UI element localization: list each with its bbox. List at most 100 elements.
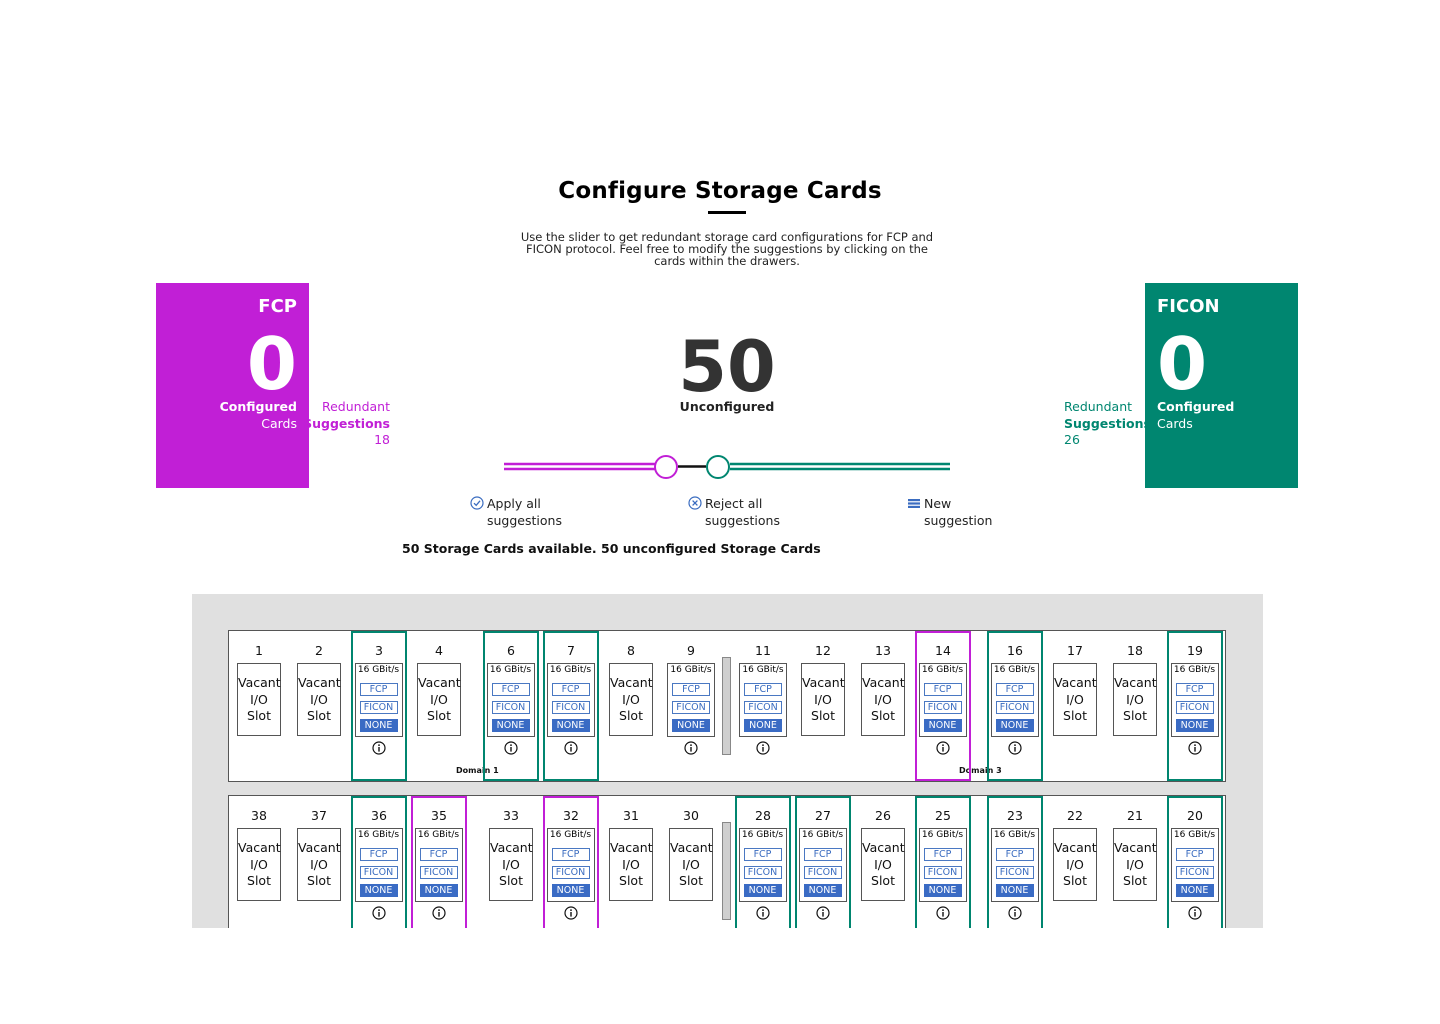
info-icon[interactable] [935,741,950,755]
card-option-none[interactable]: NONE [803,884,842,897]
card-option-fcp[interactable]: FCP [359,683,398,696]
card-option-ficon[interactable]: FICON [359,701,398,714]
info-icon[interactable] [1007,906,1022,920]
card-option-none[interactable]: NONE [672,719,710,732]
card-option-fcp[interactable]: FCP [743,848,782,861]
card-option-none[interactable]: NONE [744,719,782,732]
card-option-fcp[interactable]: FCP [672,683,710,696]
apply-all-button[interactable]: Apply all suggestions [470,495,562,529]
card-option-none[interactable]: NONE [1175,884,1214,897]
card-option-ficon[interactable]: FICON [743,866,782,879]
card-option-none[interactable]: NONE [359,719,398,732]
info-icon[interactable] [371,741,386,755]
card-option-fcp[interactable]: FCP [1175,848,1214,861]
info-icon[interactable] [1187,741,1202,755]
card-option-fcp[interactable]: FCP [995,848,1034,861]
card-option-fcp[interactable]: FCP [803,848,842,861]
card-option-none[interactable]: NONE [995,884,1034,897]
new-suggestion-button[interactable]: New suggestion [907,495,992,529]
info-icon[interactable] [563,906,578,920]
card-option-fcp[interactable]: FCP [419,848,458,861]
card-option-fcp[interactable]: FCP [491,683,530,696]
card-option-none[interactable]: NONE [995,719,1034,732]
card-option-none[interactable]: NONE [743,884,782,897]
card-option-none[interactable]: NONE [923,884,962,897]
card-option-ficon[interactable]: FICON [1175,701,1214,714]
info-icon[interactable] [563,741,578,755]
info-icon[interactable] [371,906,386,920]
card-option-ficon[interactable]: FICON [744,701,782,714]
info-icon[interactable] [755,906,770,920]
card-option-fcp[interactable]: FCP [995,683,1034,696]
info-icon[interactable] [684,741,698,755]
card-option-fcp[interactable]: FCP [923,683,962,696]
card-option-none[interactable]: NONE [923,719,962,732]
info-icon[interactable] [815,906,830,920]
card-option-ficon[interactable]: FICON [551,701,590,714]
ficon-slider-handle[interactable] [706,455,730,479]
card-option-none[interactable]: NONE [419,884,458,897]
card-option-fcp[interactable]: FCP [551,848,590,861]
card-option-ficon[interactable]: FICON [803,866,842,879]
reject-all-button[interactable]: Reject all suggestions [688,495,780,529]
info-icon[interactable] [1007,741,1022,755]
card-option-none[interactable]: NONE [551,719,590,732]
card-option-ficon[interactable]: FICON [923,701,962,714]
info-icon[interactable] [935,906,950,920]
info-icon[interactable] [1187,906,1202,920]
card-option-fcp[interactable]: FCP [359,848,398,861]
card-option-ficon[interactable]: FICON [1175,866,1214,879]
card-option-ficon[interactable]: FICON [923,866,962,879]
fcp-slider-handle[interactable] [654,455,678,479]
card-option-none[interactable]: NONE [1175,719,1214,732]
redundancy-slider[interactable] [500,450,956,484]
info-icon[interactable] [503,741,518,755]
card-option-ficon[interactable]: FICON [551,866,590,879]
card-option-ficon[interactable]: FICON [491,701,530,714]
card-option-fcp[interactable]: FCP [551,683,590,696]
info-icon[interactable] [431,906,446,920]
card-option-none[interactable]: NONE [551,884,590,897]
card-option-ficon[interactable]: FICON [995,701,1034,714]
card-option-none[interactable]: NONE [491,719,530,732]
card-option-fcp[interactable]: FCP [1175,683,1214,696]
card-option-fcp[interactable]: FCP [744,683,782,696]
info-icon[interactable] [756,741,770,755]
card-option-ficon[interactable]: FICON [419,866,458,879]
card-option-fcp[interactable]: FCP [923,848,962,861]
card-option-ficon[interactable]: FICON [359,866,398,879]
card-option-ficon[interactable]: FICON [995,866,1034,879]
